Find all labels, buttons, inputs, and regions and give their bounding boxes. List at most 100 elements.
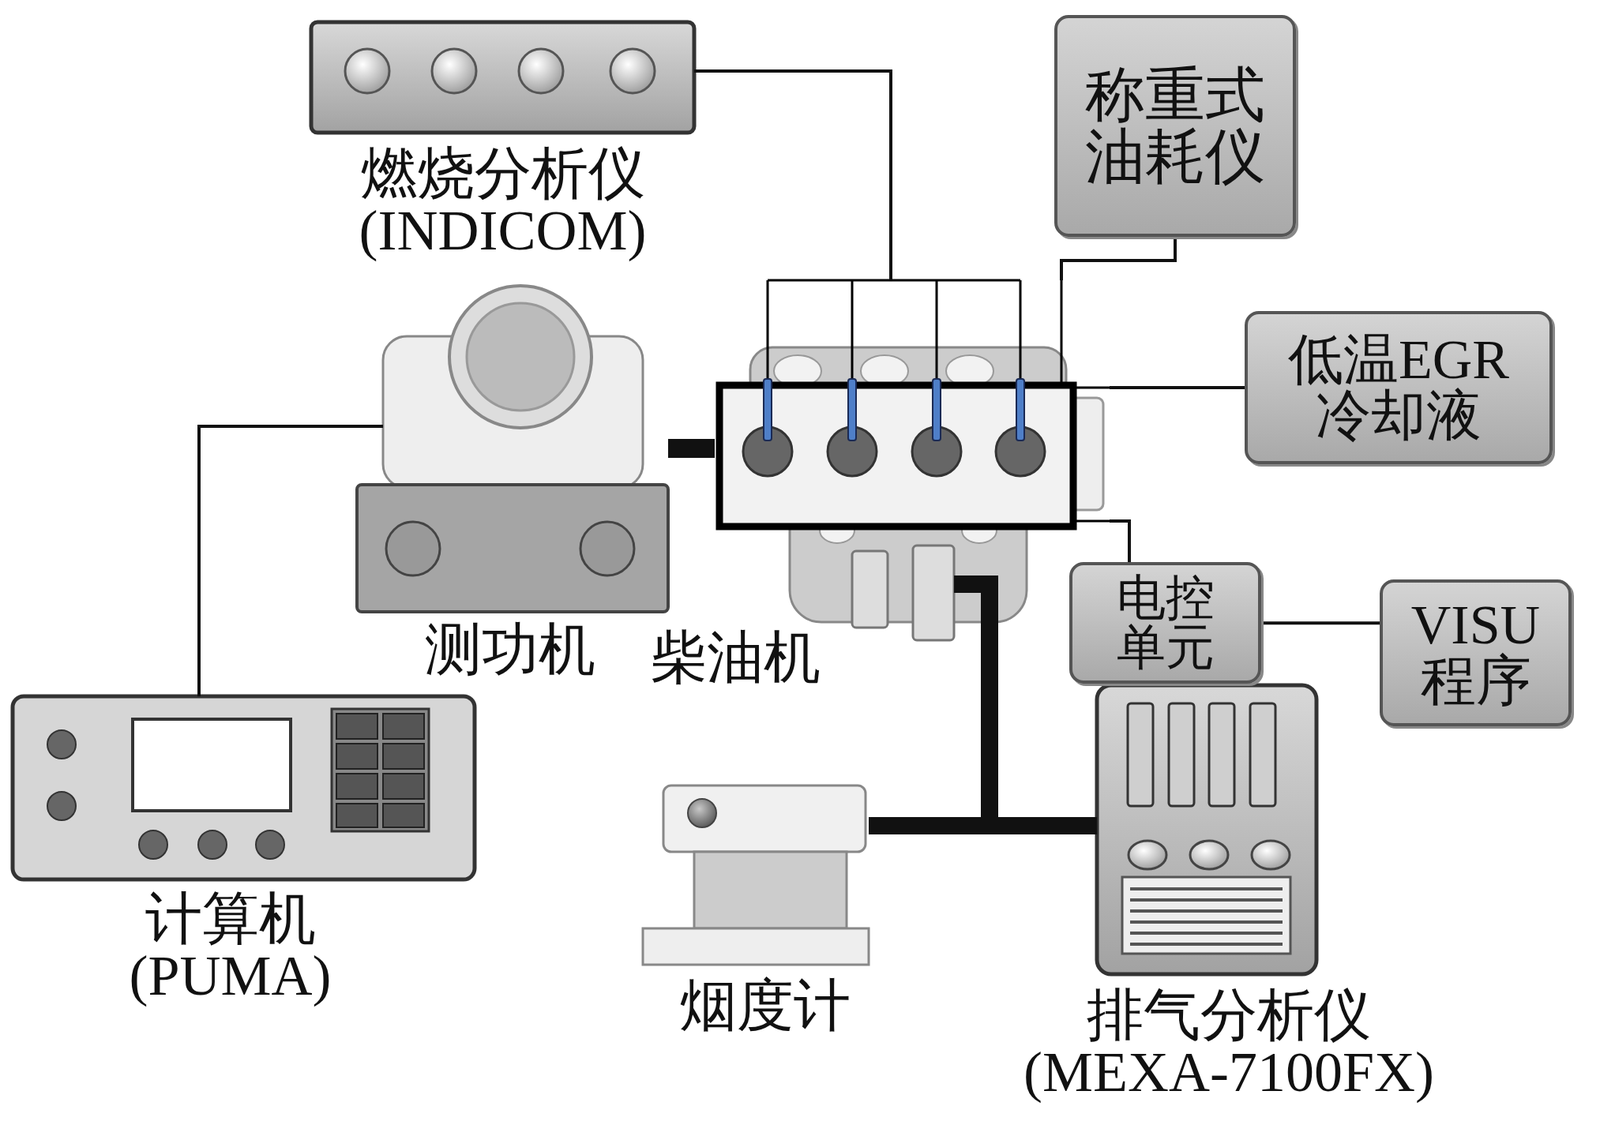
injector (851, 280, 854, 380)
smoke-meter (694, 852, 847, 929)
exhaust-analyser (1130, 931, 1283, 936)
exhaust-analyser (1130, 942, 1283, 947)
injector (1016, 379, 1025, 441)
dynamometer (466, 303, 575, 411)
box-label: 称重式油耗仪 (1081, 64, 1270, 188)
injector (763, 379, 1025, 441)
exhaust-analyser (1127, 703, 1276, 807)
smoke-meter (642, 785, 869, 966)
exhaust-analyser (1130, 920, 1283, 924)
computer (383, 803, 425, 828)
combustion-analyser (610, 48, 655, 94)
exhaust-analyser (1096, 685, 1317, 975)
injector (932, 379, 941, 441)
computer (255, 830, 285, 860)
wire (1061, 280, 1110, 522)
dynamometer (386, 522, 440, 576)
dynamometer: 测功机 (383, 280, 669, 613)
exhaust-analyser (1122, 877, 1291, 954)
exhaust-analyser (1251, 841, 1290, 870)
computer (47, 792, 76, 821)
diesel-engine (719, 280, 1110, 644)
exhaust-analyser (1096, 685, 1317, 975)
computer (12, 696, 475, 880)
computer (331, 709, 429, 832)
exhaust-analyser (1130, 887, 1283, 891)
computer (336, 773, 378, 800)
exhaust-analyser (1130, 898, 1283, 902)
computer (138, 830, 168, 860)
exhaust-analyser (1130, 889, 1283, 945)
wire (1060, 280, 1063, 386)
pipe-connector (868, 643, 990, 827)
dynamometer (449, 285, 592, 429)
computer (383, 773, 425, 800)
equipment-label: 烟度计 (662, 977, 868, 1035)
computer (336, 743, 378, 770)
exhaust-analyser (1190, 841, 1229, 870)
computer (383, 713, 425, 740)
injector (848, 379, 857, 441)
signal-wire (1109, 521, 1130, 563)
smoke-meter (642, 928, 869, 966)
injector (763, 379, 772, 441)
combustion-analyser (311, 22, 695, 133)
ecu-box: 电控单元 (1069, 562, 1262, 684)
egr-coolant-box: 低温EGR冷却液 (1244, 311, 1553, 465)
injector (767, 280, 1021, 380)
computer: 计算机 (PUMA) (12, 696, 475, 880)
exhaust-analyser: 排气分析仪 (MEXA-7100FX) (1096, 685, 1317, 975)
signal-wire (1261, 621, 1380, 625)
equipment-label: 排气分析仪 (MEXA-7100FX) (991, 987, 1466, 1101)
dynamometer (580, 522, 635, 576)
combustion-analyser (431, 48, 477, 94)
visu-box: VISU程序 (1379, 579, 1572, 727)
combustion-analyser (518, 48, 564, 94)
smoke-meter: 烟度计 (642, 785, 869, 966)
computer (336, 713, 425, 828)
computer (336, 713, 378, 740)
injector (1019, 280, 1022, 380)
computer (132, 719, 291, 812)
box-label: 电控单元 (1104, 573, 1227, 673)
computer (383, 743, 425, 770)
signal-wire (199, 426, 384, 697)
computer (198, 830, 227, 860)
computer (12, 696, 475, 880)
wire (1073, 386, 1110, 390)
diesel-engine (912, 545, 954, 641)
combustion-analyser (345, 48, 390, 94)
exhaust-analyser (1209, 703, 1235, 807)
exhaust-analyser (1127, 703, 1154, 807)
box-label: VISU程序 (1406, 597, 1545, 710)
equipment-label: 测功机 (407, 621, 613, 679)
dynamometer (356, 484, 669, 613)
exhaust-analyser (1128, 841, 1167, 870)
diesel-engine (852, 551, 888, 628)
exhaust-analyser (1168, 703, 1195, 807)
injector (935, 280, 939, 380)
box-label: 低温EGR冷却液 (1276, 331, 1522, 445)
dynamometer (356, 285, 669, 613)
pipe-connector (668, 439, 715, 459)
injector (767, 279, 1021, 282)
combustion-analyser: 燃烧分析仪 (INDICOM) (311, 22, 695, 133)
smoke-meter (663, 785, 866, 853)
computer (47, 730, 76, 759)
signal-wire (1109, 386, 1245, 390)
exhaust-pipe (953, 584, 990, 644)
smoke-meter (687, 799, 717, 828)
computer (336, 803, 378, 828)
exhaust-analyser (1250, 703, 1276, 807)
exhaust-analyser (1130, 909, 1283, 913)
equipment-label: 柴油机 (649, 629, 840, 687)
equipment-label: 计算机 (PUMA) (112, 890, 350, 1005)
wire (1073, 520, 1110, 523)
fuel-meter-box: 称重式油耗仪 (1054, 15, 1296, 237)
combustion-analyser (311, 22, 695, 133)
injector (766, 280, 770, 380)
signal-wire (1061, 236, 1176, 281)
equipment-label: 燃烧分析仪 (INDICOM) (345, 145, 662, 260)
